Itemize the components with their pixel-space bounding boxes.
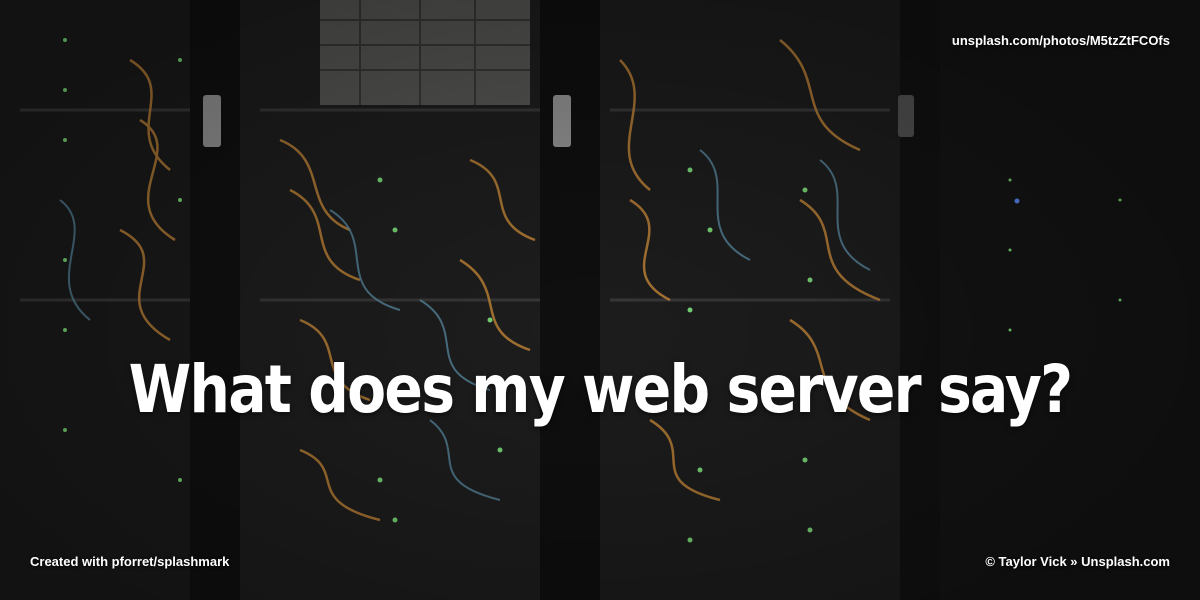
tool-credit: Created with pforret/splashmark <box>30 554 230 569</box>
photo-link: unsplash.com/photos/M5tzZtFCOfs <box>951 33 1170 48</box>
headline: What does my web server say? <box>128 351 1073 428</box>
photo-credit: © Taylor Vick » Unsplash.com <box>985 554 1170 569</box>
